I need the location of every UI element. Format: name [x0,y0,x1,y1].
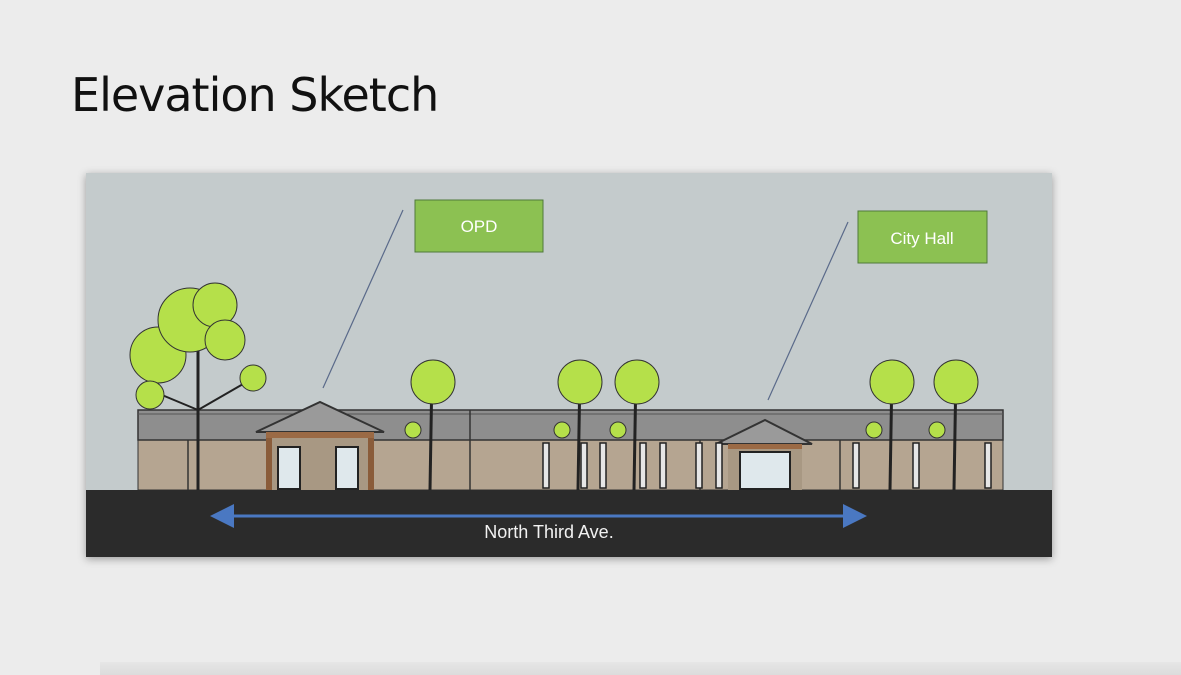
city-hall-label: City Hall [890,229,953,248]
tree [928,359,979,491]
opd-label: OPD [461,217,498,236]
opd-entrance [255,400,385,490]
tree [609,359,660,491]
building-elevation [137,400,1004,491]
windows [542,442,992,489]
street-label: North Third Ave. [484,522,613,542]
tree-large [129,282,267,490]
trees [129,282,979,491]
city-hall-label-box [857,210,988,264]
opd-label-box [414,199,544,253]
opd-leader-line [322,209,404,389]
bottom-edge [100,662,1181,675]
city-hall-entrance [715,418,813,490]
tree [553,359,603,491]
tree [404,359,456,491]
tree [865,359,915,491]
slide-title: Elevation Sketch [71,68,439,122]
city-hall-leader-line [767,221,849,401]
